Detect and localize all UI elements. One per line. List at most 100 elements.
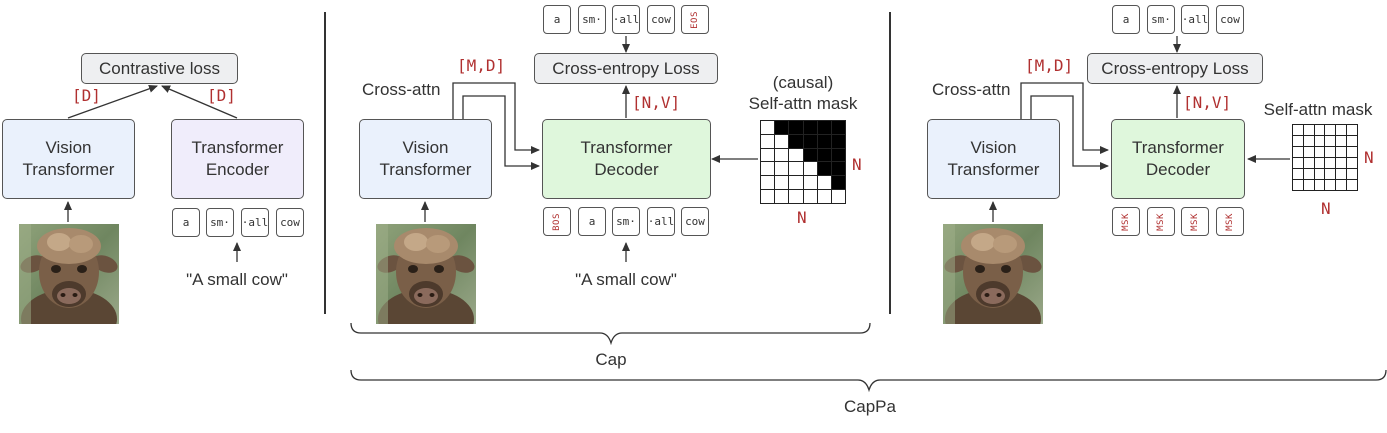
output-token: cow [1216,5,1244,34]
mask-cell [789,121,804,135]
nv-label: [N,V] [632,93,681,112]
mask-n-right: N [1364,148,1374,167]
cap-brace-label: Cap [595,350,627,369]
mask-title: Self-attn mask [1263,100,1373,119]
mask-cell [831,148,846,163]
mask-cell [1347,136,1358,147]
mask-cell [817,134,832,149]
mask-cell [1325,158,1337,169]
mask-cell [789,176,804,191]
mask-cell [803,134,818,149]
mask-cell [1303,136,1315,147]
cappa-brace-label: CapPa [844,397,896,416]
input-token-bos: BOS [543,207,571,236]
mask-cell [1314,136,1326,147]
mask-cell [775,176,790,191]
mask-cell [817,190,832,204]
mask-cell [761,121,776,135]
mask-cell [1293,158,1304,169]
mask-cell [1336,158,1348,169]
mask-cell [803,190,818,204]
output-token: sm· [578,5,606,34]
mask-cell [1303,169,1315,180]
mask-cell [817,121,832,135]
caption-text: "A small cow" [575,270,677,289]
mask-cell [1303,180,1315,191]
mask-cell [1347,158,1358,169]
mask-cell [775,148,790,163]
mask-cell [1293,125,1304,136]
mask-cell [761,190,776,204]
mask-cell [1303,158,1315,169]
input-token-msk: MSK [1181,207,1209,236]
mask-cell [803,176,818,191]
mask-cell [775,121,790,135]
mask-cell [831,190,846,204]
cow-image [376,224,476,324]
mask-cell [1314,169,1326,180]
mask-cell [789,134,804,149]
vision-transformer-box: Vision Transformer [927,119,1060,199]
mask-cell [775,190,790,204]
full-mask-grid [1292,124,1358,191]
transformer-decoder-box: Transformer Decoder [542,119,711,199]
mask-cell [1293,136,1304,147]
mask-cell [1325,147,1337,158]
token: ·all [241,208,269,237]
mask-cell [1325,136,1337,147]
mask-cell [1303,147,1315,158]
token: cow [276,208,304,237]
contrastive-loss-box: Contrastive loss [81,53,238,84]
output-token: a [543,5,571,34]
token: a [172,208,200,237]
input-token-msk: MSK [1147,207,1175,236]
output-token: sm· [1147,5,1175,34]
mask-cell [1347,125,1358,136]
input-token: sm· [612,207,640,236]
mask-cell [761,176,776,191]
mask-cell [831,121,846,135]
mask-cell [1293,180,1304,191]
mask-cell [789,148,804,163]
mask-cell [1314,180,1326,191]
mask-cell [817,148,832,163]
dim-label-right: [D] [207,86,236,105]
mask-cell [775,162,790,177]
mask-cell [1314,158,1326,169]
mask-cell [761,148,776,163]
mask-cell [789,162,804,177]
md-label: [M,D] [457,56,506,75]
cross-attn-label: Cross-attn [362,80,441,99]
mask-cell [803,162,818,177]
separator-left [324,12,326,314]
input-token-msk: MSK [1216,207,1244,236]
separator-right [889,12,891,314]
output-token: cow [647,5,675,34]
mask-cell [1336,136,1348,147]
output-token: ·all [612,5,640,34]
mask-cell [1336,180,1348,191]
mask-cell [817,162,832,177]
mask-n-bottom: N [797,208,807,227]
mask-cell [1314,147,1326,158]
input-token: ·all [647,207,675,236]
cow-image [19,224,119,324]
mask-n-bottom: N [1321,199,1331,218]
mask-cell [831,134,846,149]
mask-cell [789,190,804,204]
mask-cell [761,134,776,149]
input-token-msk: MSK [1112,207,1140,236]
output-token-eos: EOS [681,5,709,34]
cross-entropy-loss-box: Cross-entropy Loss [534,53,718,84]
transformer-encoder-box: Transformer Encoder [171,119,304,199]
mask-cell [1293,147,1304,158]
mask-cell [1347,169,1358,180]
input-token: a [578,207,606,236]
mask-cell [1314,125,1326,136]
mask-cell [1336,169,1348,180]
mask-cell [817,176,832,191]
mask-cell [761,162,776,177]
output-token: a [1112,5,1140,34]
mask-cell [1325,125,1337,136]
mask-cell [831,162,846,177]
